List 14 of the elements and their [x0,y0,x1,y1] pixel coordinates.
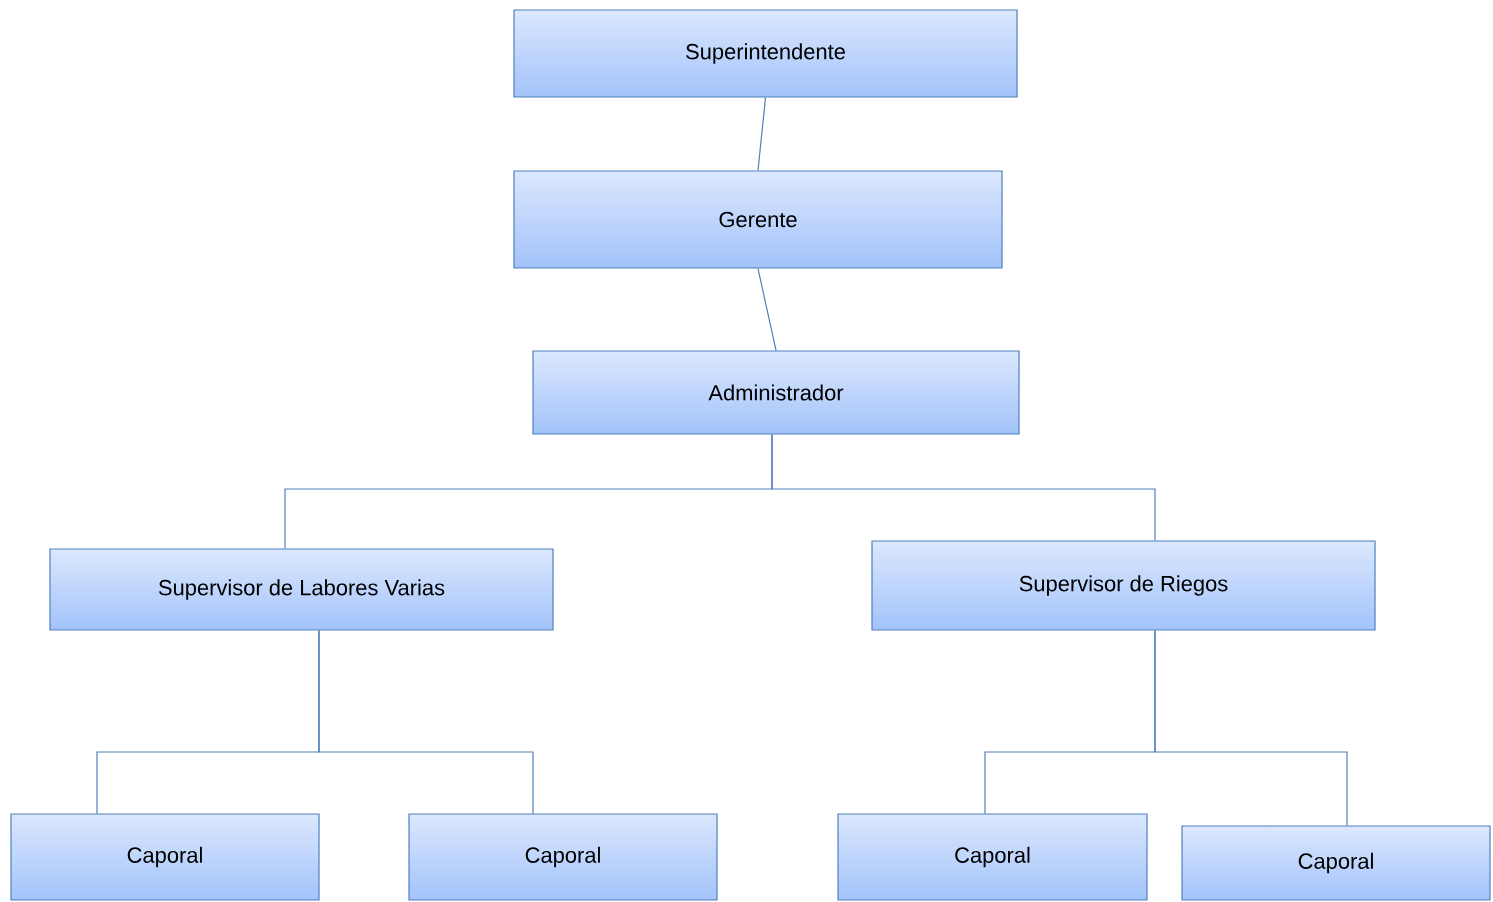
org-box: Caporal [1181,825,1491,901]
org-box: Administrador [532,350,1020,435]
org-box: Caporal [408,813,718,901]
org-box: Supervisor de Labores Varias [49,548,554,631]
connector-line [318,630,534,814]
org-box: Superintendente [513,9,1018,98]
org-box: Caporal [10,813,320,901]
org-box: Supervisor de Riegos [871,540,1376,631]
connector-line [771,434,1156,541]
connector-line [1154,630,1348,826]
org-box: Caporal [837,813,1148,901]
connector-line [757,97,767,171]
org-box: Gerente [513,170,1003,269]
connector-line [757,268,777,351]
